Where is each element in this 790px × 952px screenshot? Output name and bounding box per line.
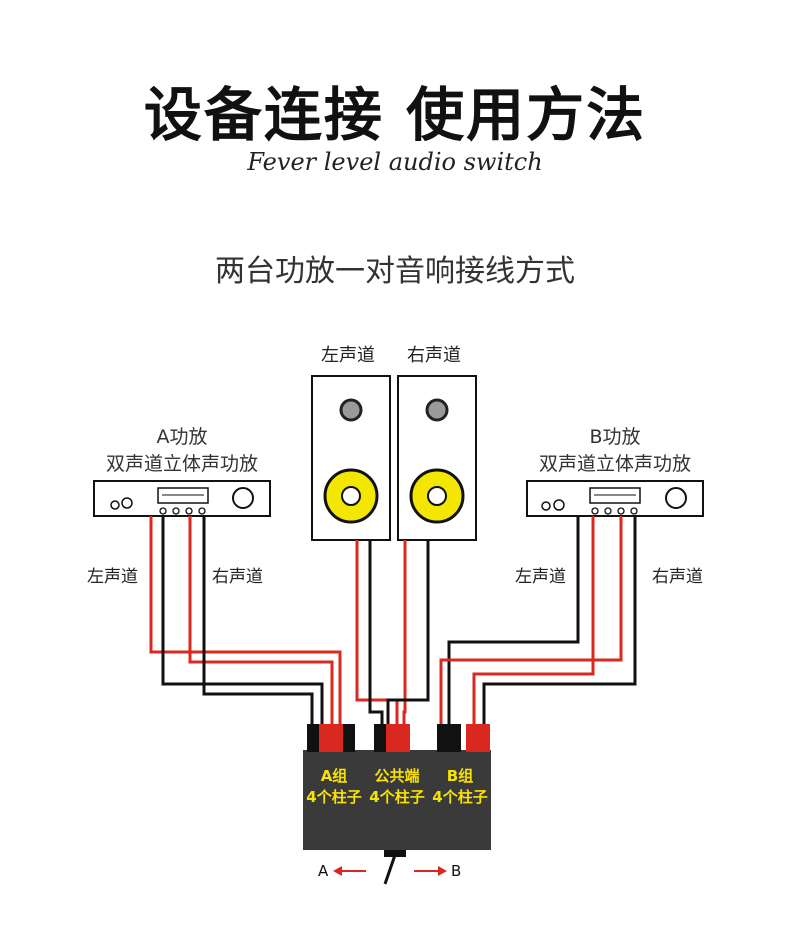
right-speaker xyxy=(397,375,477,541)
direction-a-label: A xyxy=(318,862,329,880)
amp-b-desc: 双声道立体声功放 xyxy=(538,453,691,475)
amp-b-left-label: 左声道 xyxy=(515,567,566,587)
amp-a-left-label: 左声道 xyxy=(87,567,138,587)
page-title: 设备连接 使用方法 xyxy=(143,81,647,149)
switch-group-b-posts: 4个柱子 xyxy=(432,788,488,806)
left-speaker xyxy=(311,375,391,541)
page-subtitle: Fever level audio switch xyxy=(247,148,543,176)
amp-b-wires xyxy=(439,516,637,724)
amp-a-wires xyxy=(149,516,342,724)
direction-arrow-b xyxy=(414,866,447,876)
amp-a-unit xyxy=(93,480,271,517)
section-heading: 两台功放一对音响接线方式 xyxy=(215,254,575,289)
amp-a-right-label: 右声道 xyxy=(212,567,263,587)
direction-arrow-a xyxy=(333,866,366,876)
switch-group-b-label: B组 xyxy=(446,767,474,785)
switch-box xyxy=(303,724,491,850)
toggle-lever xyxy=(383,850,406,885)
amp-a-desc: 双声道立体声功放 xyxy=(105,453,258,475)
speaker-wires xyxy=(355,540,430,724)
switch-group-a-posts: 4个柱子 xyxy=(306,788,362,806)
amp-b-unit xyxy=(526,480,704,517)
amp-b-name: B功放 xyxy=(589,426,641,448)
speaker-right-label: 右声道 xyxy=(407,345,461,366)
switch-common-label: 公共端 xyxy=(374,767,420,785)
switch-group-a-label: A组 xyxy=(320,767,348,785)
switch-common-posts: 4个柱子 xyxy=(369,788,425,806)
amp-b-right-label: 右声道 xyxy=(652,567,703,587)
speaker-left-label: 左声道 xyxy=(321,345,375,366)
direction-b-label: B xyxy=(451,862,462,880)
amp-a-name: A功放 xyxy=(156,426,208,448)
